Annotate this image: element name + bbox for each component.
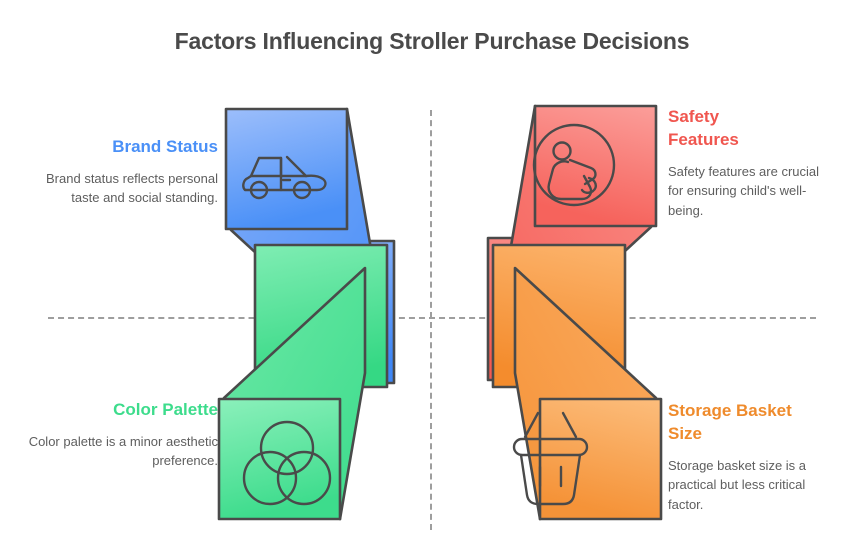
heading-safety-features: Safety Features [668,107,739,149]
venn-circles-icon [242,420,332,506]
icon-layer-brand-status [224,95,424,295]
icon-layer-color-palette [217,333,417,533]
text-block-color-palette: Color Palette Color palette is a minor a… [28,399,218,471]
vertical-divider [430,110,432,530]
convertible-car-icon [242,155,327,200]
shopping-basket-icon [512,411,589,506]
page-title: Factors Influencing Stroller Purchase De… [174,28,690,54]
folded-card-graphic-color-palette [217,243,417,533]
icon-layer-storage-basket [463,333,663,533]
horizontal-divider [48,317,816,319]
folded-card-graphic-storage-basket [463,243,663,533]
icon-layer-safety-features [458,92,658,292]
heading-brand-status: Brand Status [112,137,218,156]
text-block-storage-basket: Storage Basket Size Storage basket size … [668,400,858,514]
body-safety-features: Safety features are crucial for ensuring… [668,163,820,218]
body-color-palette: Color palette is a minor aesthetic prefe… [28,433,218,469]
heading-storage-basket: Storage Basket Size [668,401,792,443]
text-block-safety-features: Safety Features Safety features are cruc… [668,106,858,220]
body-brand-status: Brand status reflects personal taste and… [46,170,218,206]
text-block-brand-status: Brand Status Brand status reflects perso… [28,136,218,208]
child-safety-seat-icon [532,123,616,207]
heading-color-palette: Color Palette [113,400,218,419]
body-storage-basket: Storage basket size is a practical but l… [668,457,807,512]
